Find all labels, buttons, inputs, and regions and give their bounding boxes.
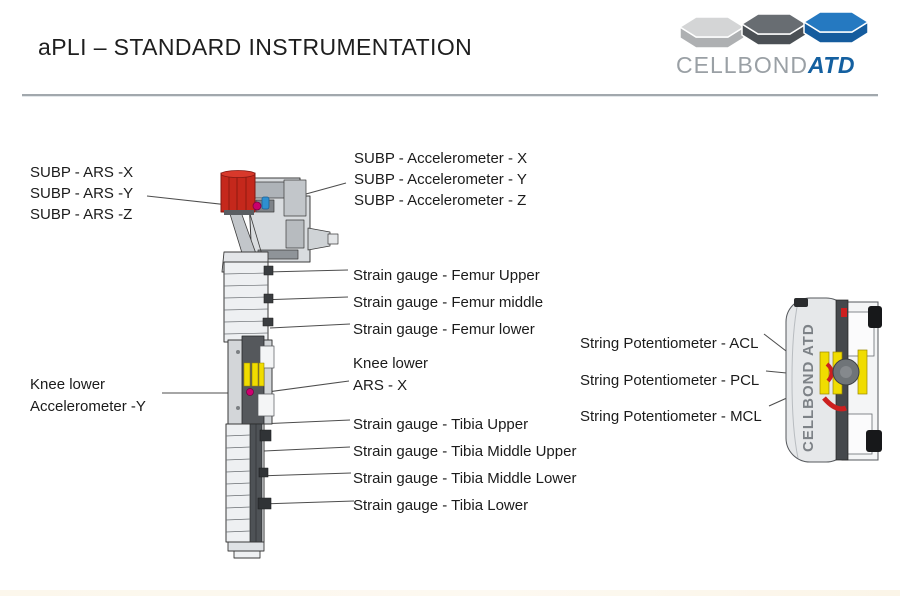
label-string-potentiometer-acl: String Potentiometer - ACL <box>580 335 759 352</box>
label-subp-accelerometer-y: SUBP - Accelerometer - Y <box>354 171 527 188</box>
label-knee-lower-ars-line1: Knee lower <box>353 355 429 372</box>
label-strain-gauge-femur-upper: Strain gauge - Femur Upper <box>353 267 540 284</box>
label-strain-gauge-tibia-middle-upper: Strain gauge - Tibia Middle Upper <box>353 443 577 460</box>
red-impactor-cap <box>220 170 256 215</box>
header-divider <box>22 94 878 97</box>
legform-illustration <box>220 170 339 559</box>
label-strain-gauge-femur-middle: Strain gauge - Femur middle <box>353 294 544 311</box>
subp-ars-sensor <box>252 201 262 211</box>
label-group-subp-accelerometer: SUBP - Accelerometer - X SUBP - Accelero… <box>354 148 527 211</box>
inset-yellow-string-pots <box>819 349 868 395</box>
inset-brand-text: CELLBOND ATD <box>800 323 817 452</box>
knee-inset-illustration: CELLBOND ATD <box>785 297 882 463</box>
logo-suffix-text: ATD <box>807 52 856 78</box>
label-knee-lower-ars-line2: ARS - X <box>353 377 408 394</box>
label-strain-gauge-tibia-upper: Strain gauge - Tibia Upper <box>353 416 529 433</box>
label-subp-ars-y: SUBP - ARS -Y <box>30 185 134 202</box>
label-group-tibia-strain-gauges: Strain gauge - Tibia Upper Strain gauge … <box>353 411 576 519</box>
label-subp-accelerometer-x: SUBP - Accelerometer - X <box>354 150 528 167</box>
logo-brand-text: CELLBOND <box>676 52 808 78</box>
label-group-string-potentiometers: String Potentiometer - ACL String Potent… <box>580 326 762 436</box>
subp-accelerometer-sensor <box>261 196 270 210</box>
label-strain-gauge-femur-lower: Strain gauge - Femur lower <box>353 321 535 338</box>
knee-yellow-sensors <box>243 362 265 387</box>
label-string-potentiometer-pcl: String Potentiometer - PCL <box>580 371 760 389</box>
bottom-edge-strip <box>0 590 900 596</box>
label-string-potentiometer-mcl: String Potentiometer - MCL <box>580 408 762 425</box>
label-subp-accelerometer-z: SUBP - Accelerometer - Z <box>354 192 527 209</box>
logo-wordmark: CELLBONDATD <box>676 52 855 79</box>
knee-ars-sensor <box>246 388 254 396</box>
cellbond-atd-logo: CELLBONDATD <box>676 8 876 88</box>
label-strain-gauge-tibia-lower: Strain gauge - Tibia Lower <box>353 497 529 514</box>
label-knee-lower-accel-line2: Accelerometer -Y <box>30 398 146 415</box>
inset-red-marker <box>841 308 847 317</box>
label-group-knee-lower-ars: Knee lower ARS - X <box>353 353 428 397</box>
tibia-section <box>225 423 272 559</box>
knee-section <box>227 335 275 429</box>
subp-assembly <box>221 177 339 273</box>
label-group-subp-ars: SUBP - ARS -X SUBP - ARS -Y SUBP - ARS -… <box>30 162 133 225</box>
femur-section <box>223 261 274 343</box>
label-knee-lower-accel-line1: Knee lower <box>30 376 106 393</box>
inset-knee-knob <box>832 358 860 386</box>
page-title: aPLI – STANDARD INSTRUMENTATION <box>38 34 473 60</box>
label-group-knee-lower-accelerometer: Knee lower Accelerometer -Y <box>30 374 146 418</box>
logo-hexagons-icon <box>679 11 869 49</box>
label-subp-ars-x: SUBP - ARS -X <box>30 164 134 181</box>
label-strain-gauge-tibia-middle-lower: Strain gauge - Tibia Middle Lower <box>353 470 577 487</box>
label-group-femur-strain-gauges: Strain gauge - Femur Upper Strain gauge … <box>353 262 543 343</box>
label-subp-ars-z: SUBP - ARS -Z <box>30 206 133 223</box>
